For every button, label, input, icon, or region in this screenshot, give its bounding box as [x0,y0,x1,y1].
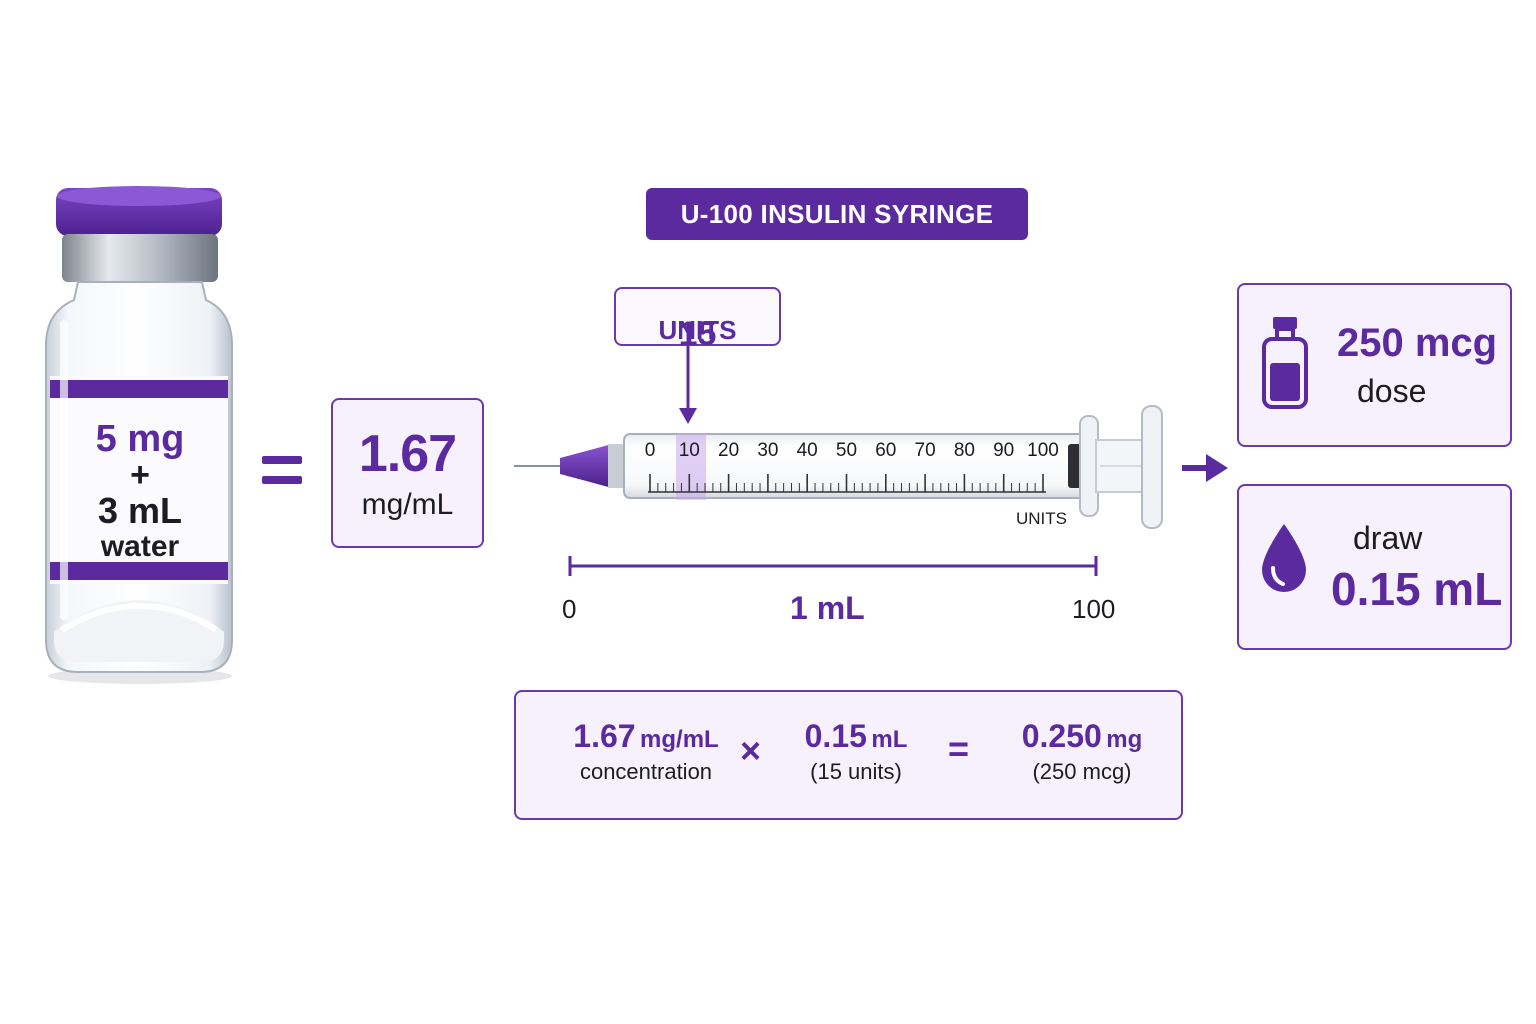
calc-result-unit: mg [1106,726,1143,753]
dose-value: 250 mcg [1337,321,1498,365]
syringe-tick-label: 60 [875,440,897,461]
calc-volume-unit: mL [871,726,908,753]
calc-concentration-label: concentration [579,759,713,784]
calc-concentration-unit: mg/mL [640,726,719,753]
calc-volume-value: 0.15 [804,718,867,754]
syringe-tick-label: 90 [993,440,1015,461]
syringe-tick-label: 100 [1027,440,1059,461]
calculation-box: 1.67 mg/mL concentration × 0.15 mL (15 u… [514,690,1183,820]
calc-term-2: 0.15 mL (15 units) [786,718,926,785]
vial-icon [45,186,233,684]
calc-concentration-value: 1.67 [573,718,636,754]
syringe-tick-label: 70 [914,440,936,461]
syringe-tick-label: 40 [796,440,818,461]
right-arrow-icon [1182,454,1228,482]
draw-box: draw 0.15 mL [1237,484,1512,650]
concentration-unit: mg/mL [361,488,454,521]
calc-result-value: 0.250 [1021,718,1102,754]
syringe-tick-label: 20 [718,440,740,461]
vial-volume: 3 mL [97,490,183,531]
calc-term-1: 1.67 mg/mL concentration [546,718,746,785]
concentration-value: 1.67 [358,425,457,483]
units-callout-label: UNITS [658,315,737,345]
syringe-tick-label: 10 [678,440,700,461]
vial-small-icon [1262,317,1308,409]
callout-arrow-icon [679,346,697,424]
scale-start: 0 [562,594,577,624]
equals-icon [262,456,302,484]
scale-volume: 1 mL [790,590,865,626]
vial-amount: 5 mg [95,418,185,460]
draw-value: 0.15 mL [1331,563,1503,615]
calc-equals-icon: = [948,728,970,769]
dose-label: dose [1357,373,1427,409]
syringe-title-badge: U-100 INSULIN SYRINGE [646,188,1028,240]
vial-diluent: water [100,530,180,563]
scale-bracket [568,556,1098,576]
concentration-box: 1.67 mg/mL [331,398,484,548]
syringe-units-label: UNITS [1016,509,1067,528]
vial-plus: + [130,456,150,494]
syringe-tick-label: 50 [835,440,858,461]
syringe-tick-label: 30 [757,440,779,461]
units-callout-number: 15 [678,315,717,353]
calc-result-label: (250 mcg) [1032,759,1132,784]
syringe-title: U-100 INSULIN SYRINGE [680,198,994,229]
syringe-icon [514,405,1163,529]
draw-label: draw [1353,520,1423,556]
dose-box: 250 mcg dose [1237,283,1512,447]
units-callout: 15 UNITS [614,287,781,353]
calc-volume-label: (15 units) [810,759,902,784]
syringe-tick-label: 0 [644,440,656,461]
syringe-tick-label: 80 [953,440,975,461]
droplet-icon [1262,524,1306,592]
calc-result: 0.250 mg (250 mcg) [1000,718,1164,785]
times-icon: × [740,730,762,771]
scale-end: 100 [1072,594,1116,624]
